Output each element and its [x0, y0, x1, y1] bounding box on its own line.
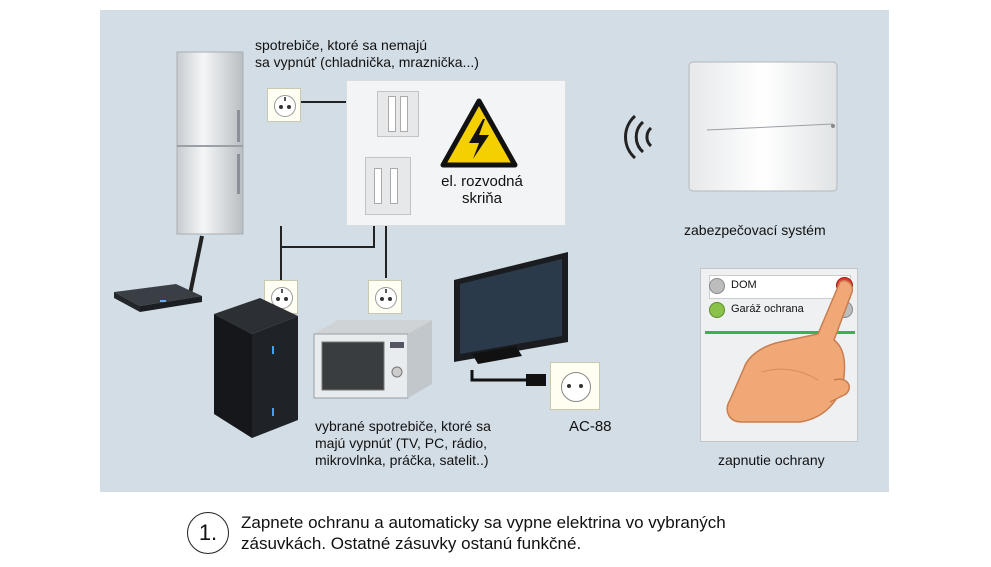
router-image	[110, 234, 210, 316]
wire-box-vertical	[373, 226, 375, 248]
wall-socket-fridge	[267, 88, 301, 122]
ac88-cable	[470, 368, 550, 390]
always-on-appliances-label: spotrebiče, ktoré sa nemajú sa vypnúť (c…	[255, 37, 479, 70]
wireless-signal-icon	[624, 114, 653, 160]
tv-image	[452, 250, 572, 368]
wall-socket-microwave	[368, 280, 402, 314]
panel-green-stripe	[705, 331, 855, 334]
wire-box-to-pc	[280, 226, 282, 248]
wire-fridge-to-box	[301, 101, 346, 103]
activate-protection-label: zapnutie ochrany	[718, 452, 825, 468]
pc-tower-image	[210, 296, 300, 440]
distribution-box-label: el. rozvodná skriňa	[441, 173, 523, 207]
circuit-breaker-top	[377, 91, 419, 137]
high-voltage-warning-icon	[440, 98, 518, 168]
garage-protection-label: Garáž ochrana	[731, 303, 804, 315]
security-system-label: zabezpečovací systém	[684, 222, 826, 238]
fridge-image	[175, 50, 245, 236]
ac88-socket-device	[550, 362, 600, 410]
wire-socket-to-pc	[280, 248, 282, 280]
gray-led-1[interactable]	[709, 278, 725, 294]
wire-box-horizontal	[280, 246, 375, 248]
distribution-cabinet: el. rozvodná skriňa	[346, 80, 566, 226]
ac88-label: AC-88	[569, 418, 612, 435]
ac88-socket-pin-left	[567, 384, 571, 388]
green-led-button[interactable]	[709, 302, 725, 318]
pressing-hand-illustration	[726, 280, 854, 423]
ac88-socket-pin-right	[579, 384, 583, 388]
wire-box-to-microwave	[385, 226, 387, 278]
selected-appliances-label: vybrané spotrebiče, ktoré sa majú vypnúť…	[315, 418, 491, 468]
footer-description: Zapnete ochranu a automaticky sa vypne e…	[241, 513, 726, 553]
ac88-socket-ring	[561, 372, 591, 402]
security-system-unit	[687, 60, 839, 193]
microwave-image	[312, 318, 434, 400]
step-number-badge: 1.	[187, 512, 229, 554]
circuit-breaker-bottom	[365, 157, 411, 215]
dom-label: DOM	[731, 279, 757, 291]
